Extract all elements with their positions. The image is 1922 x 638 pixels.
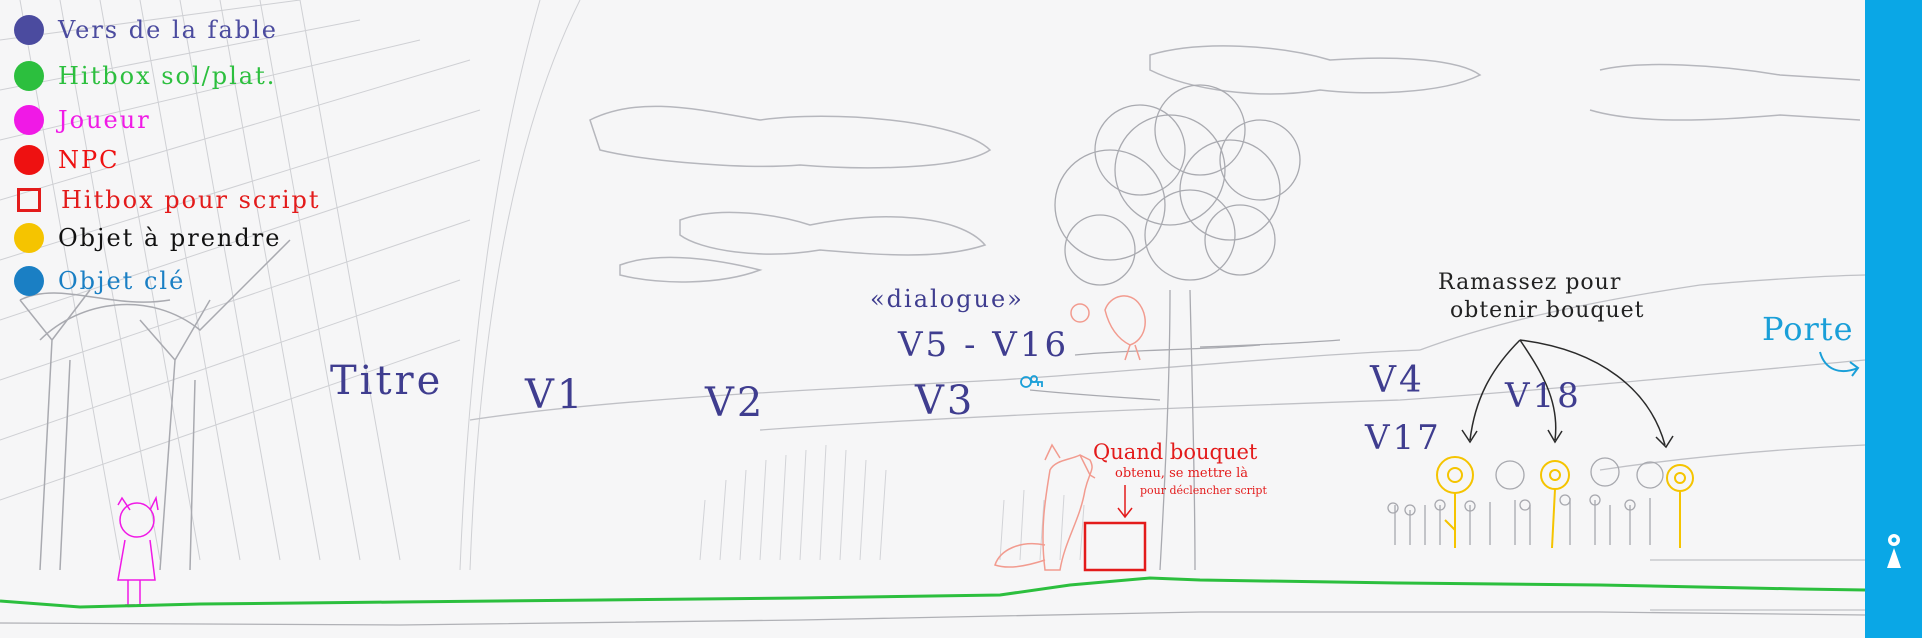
collect-note-line1: Ramassez pour — [1438, 270, 1622, 295]
ground-line — [0, 611, 1865, 626]
legend-label: Objet clé — [58, 267, 186, 295]
verse-circle-icon — [14, 15, 44, 45]
pickup-circle-icon — [14, 223, 44, 253]
legend-label: Vers de la fable — [58, 16, 278, 44]
collect-note-line2: obtenir bouquet — [1450, 298, 1645, 323]
fox-npc — [994, 443, 1096, 571]
legend-item-player: Joueur — [14, 105, 151, 135]
ground-circle-icon — [14, 61, 44, 91]
verse-v17: V17 — [1365, 418, 1442, 458]
verse-v4: V4 — [1370, 360, 1425, 401]
verse-v5-v16: V5 - V16 — [898, 325, 1070, 365]
level-sketch: Vers de la fable Hitbox sol/plat. Joueur… — [0, 0, 1865, 626]
verse-v18: V18 — [1505, 376, 1582, 416]
door-label: Porte — [1762, 310, 1854, 348]
legend-label: Hitbox sol/plat. — [58, 62, 277, 90]
legend-label: Objet à prendre — [58, 224, 282, 252]
door-arrow — [1819, 351, 1860, 377]
legend-label: Joueur — [58, 106, 151, 134]
legend-item-ground-hitbox: Hitbox sol/plat. — [14, 61, 276, 91]
player-figure-icon[interactable] — [1883, 532, 1905, 568]
ground-hitbox — [0, 576, 1865, 609]
verse-v3: V3 — [915, 378, 976, 424]
legend-item-script-hitbox: Hitbox pour script — [14, 186, 321, 214]
background-sketch — [0, 0, 1865, 626]
script-note-line3: pour déclencher script — [1140, 484, 1267, 497]
script-note-line2: obtenu, se mettre là — [1115, 466, 1248, 481]
dialogue-label: «dialogue» — [870, 285, 1024, 313]
bouquet-arrows — [1461, 339, 1674, 449]
verse-title: Titre — [330, 358, 444, 404]
verse-v1: V1 — [525, 372, 586, 418]
legend-item-pickup: Objet à prendre — [14, 223, 281, 253]
hills — [469, 274, 1865, 611]
script-arrow — [1117, 485, 1133, 519]
clouds — [589, 45, 1861, 283]
npc-circle-icon — [14, 145, 44, 175]
legend-item-key-item: Objet clé — [14, 266, 185, 296]
central-tree — [1029, 84, 1341, 571]
left-tree — [19, 239, 291, 571]
legend-item-npc: NPC — [14, 145, 120, 175]
legend-label: NPC — [58, 146, 120, 174]
player-circle-icon — [14, 105, 44, 135]
forest-hatching — [0, 0, 581, 571]
player-character — [117, 495, 159, 606]
script-hitbox — [1083, 521, 1147, 572]
flower-bouquet — [1387, 456, 1694, 549]
script-note-line1: Quand bouquet — [1093, 440, 1258, 464]
right-sidebar — [1865, 0, 1922, 638]
script-square-icon — [17, 188, 41, 212]
verse-v2: V2 — [705, 380, 766, 426]
legend-label: Hitbox pour script — [61, 186, 321, 214]
key-item — [1020, 375, 1043, 388]
legend-item-verse: Vers de la fable — [14, 15, 278, 45]
grass-hatching — [699, 444, 1085, 561]
crow-npc — [1070, 295, 1146, 361]
key-circle-icon — [14, 266, 44, 296]
